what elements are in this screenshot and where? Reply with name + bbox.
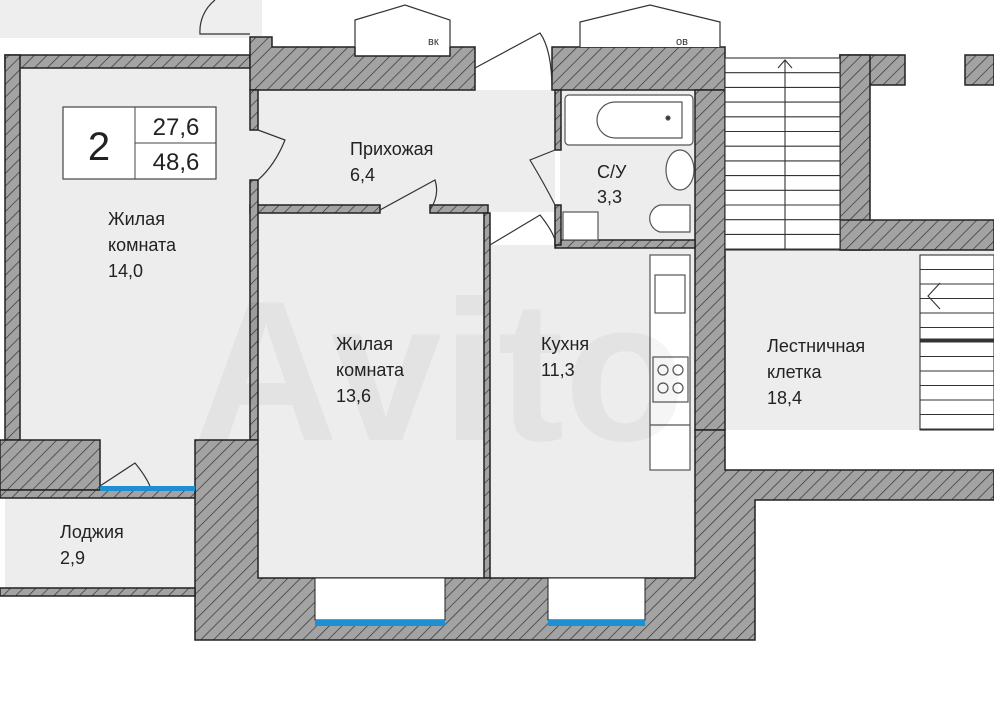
living-area: 27,6 [153, 114, 200, 141]
room-label-kitchen: Кухня 11,3 [541, 334, 589, 380]
room-name: Кухня [541, 334, 589, 354]
room-area: 18,4 [767, 388, 802, 408]
room-name: Жилая [336, 334, 393, 354]
watermark: Avito [194, 260, 687, 483]
doors [99, 32, 556, 487]
room-label-stairwell: Лестничная клетка 18,4 [767, 336, 865, 408]
room-area: 11,3 [541, 360, 575, 380]
shaft-label-ov: ов [676, 36, 688, 48]
windows [100, 486, 646, 626]
rooms-count: 2 [88, 125, 110, 169]
stair-flight [724, 57, 841, 251]
shaft-label-vk: вк [428, 36, 439, 48]
room-name: комната [108, 235, 177, 255]
total-area: 48,6 [153, 149, 200, 176]
room-area: 14,0 [108, 261, 143, 281]
stairs [724, 57, 994, 431]
arrow-head-icon [927, 282, 941, 310]
room-label-hall: Прихожая 6,4 [350, 139, 433, 185]
neighbor-door-arc [199, 0, 250, 35]
room-area: 3,3 [597, 187, 622, 207]
room-name: клетка [767, 362, 823, 382]
room-area: 13,6 [336, 386, 371, 406]
room-name: Прихожая [350, 139, 433, 159]
room-label-living-2: Жилая комната 13,6 [336, 334, 405, 406]
room-name: комната [336, 360, 405, 380]
room-area: 2,9 [60, 548, 85, 568]
room-name: Лоджия [60, 522, 124, 542]
room-name: С/У [597, 162, 627, 182]
room-name: Жилая [108, 209, 165, 229]
shaft-vk: вк [354, 4, 451, 48]
room-name: Лестничная [767, 336, 865, 356]
room-label-loggia: Лоджия 2,9 [60, 522, 124, 568]
apartment-badge: 2 27,6 48,6 [62, 106, 217, 180]
room-label-bathroom: С/У 3,3 [597, 162, 627, 207]
kitchen-fixtures [649, 254, 691, 471]
room-label-living-1: Жилая комната 14,0 [108, 209, 177, 281]
shaft-ov: ов [579, 4, 721, 48]
room-area: 6,4 [350, 165, 375, 185]
bathroom-fixtures [562, 94, 695, 241]
arrow-head-icon [777, 59, 793, 69]
neighbor-room [0, 0, 262, 38]
